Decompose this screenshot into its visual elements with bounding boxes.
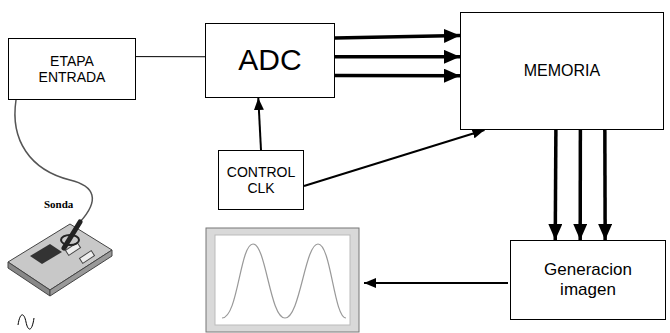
image-arrow <box>364 282 508 284</box>
clock-control-box: CONTROL CLK <box>218 150 304 210</box>
signal-wave <box>18 315 34 329</box>
bus-arrow <box>335 55 460 59</box>
adc-box: ADC <box>205 23 335 98</box>
bus-arrow <box>553 130 557 240</box>
circuit-board <box>8 224 112 296</box>
box-label: CONTROL CLK <box>225 164 297 196</box>
box-label: ADC <box>238 43 301 78</box>
box-label: MEMORIA <box>524 62 600 80</box>
memory-box: MEMORIA <box>460 12 664 130</box>
bus-arrow <box>603 130 607 240</box>
probe-cable <box>15 100 92 222</box>
box-label: ETAPA ENTRADA <box>32 53 112 85</box>
box-label: Generacion imagen <box>528 260 648 299</box>
screen-display <box>206 228 359 332</box>
bus-arrow <box>335 36 460 38</box>
signal-connector <box>304 130 484 186</box>
input-stage-box: ETAPA ENTRADA <box>8 38 136 100</box>
probe <box>61 222 80 248</box>
probe-label: Sonda <box>44 198 73 210</box>
image-generation-box: Generacion imagen <box>510 240 666 320</box>
bus-arrow <box>578 130 582 240</box>
signal-connector <box>258 98 261 150</box>
bus-arrow <box>335 74 460 78</box>
signal-connector <box>136 56 205 57</box>
